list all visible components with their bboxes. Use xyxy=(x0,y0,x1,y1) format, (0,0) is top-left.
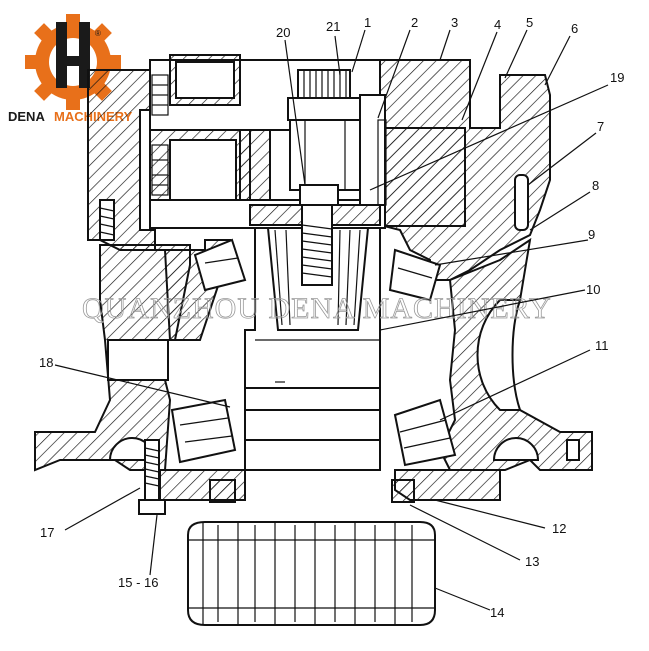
callout-15-16: 15 - 16 xyxy=(118,575,158,590)
leader-lines xyxy=(54,29,609,611)
side-bolt xyxy=(99,199,115,241)
roller-bearing-lower-left xyxy=(170,398,237,464)
watermark-text: QUANZHOU DENA MACHINERY xyxy=(82,292,552,325)
needle-bearing-upper xyxy=(151,74,169,196)
callout-10: 10 xyxy=(586,282,600,297)
svg-text:®: ® xyxy=(95,29,101,38)
oil-seal xyxy=(209,479,415,503)
pinion-shaft xyxy=(244,184,381,471)
brand-name-primary: DENA xyxy=(8,109,45,124)
callout-11: 11 xyxy=(595,338,609,353)
mounting-bolt xyxy=(138,439,166,515)
housing-section xyxy=(34,59,593,501)
roller-bearing-upper-left xyxy=(193,238,247,292)
callout-7: 7 xyxy=(597,119,604,134)
callout-2: 2 xyxy=(411,15,418,30)
callout-5: 5 xyxy=(526,15,533,30)
roller-bearing-lower-right xyxy=(393,398,457,467)
callout-21: 21 xyxy=(326,19,340,34)
callout-12: 12 xyxy=(552,521,566,536)
callout-3: 3 xyxy=(451,15,458,30)
callout-13: 13 xyxy=(525,554,539,569)
callout-20: 20 xyxy=(276,25,290,40)
callout-9: 9 xyxy=(588,227,595,242)
callout-6: 6 xyxy=(571,21,578,36)
callout-14: 14 xyxy=(490,605,504,620)
callout-4: 4 xyxy=(494,17,501,32)
roller-bearing-upper-right xyxy=(388,248,442,302)
dowel-pin xyxy=(514,174,529,231)
callout-1: 1 xyxy=(364,15,371,30)
part-labels: 20 21 1 2 3 4 5 6 19 7 8 9 10 11 18 17 1… xyxy=(39,15,624,620)
callout-17: 17 xyxy=(40,525,54,540)
callout-18: 18 xyxy=(39,355,53,370)
planetary-carrier xyxy=(149,54,387,229)
sun-gear-spline xyxy=(287,69,361,191)
pinion-gear xyxy=(187,521,436,626)
callout-19: 19 xyxy=(610,70,624,85)
callout-8: 8 xyxy=(592,178,599,193)
center-bolt xyxy=(299,184,339,286)
